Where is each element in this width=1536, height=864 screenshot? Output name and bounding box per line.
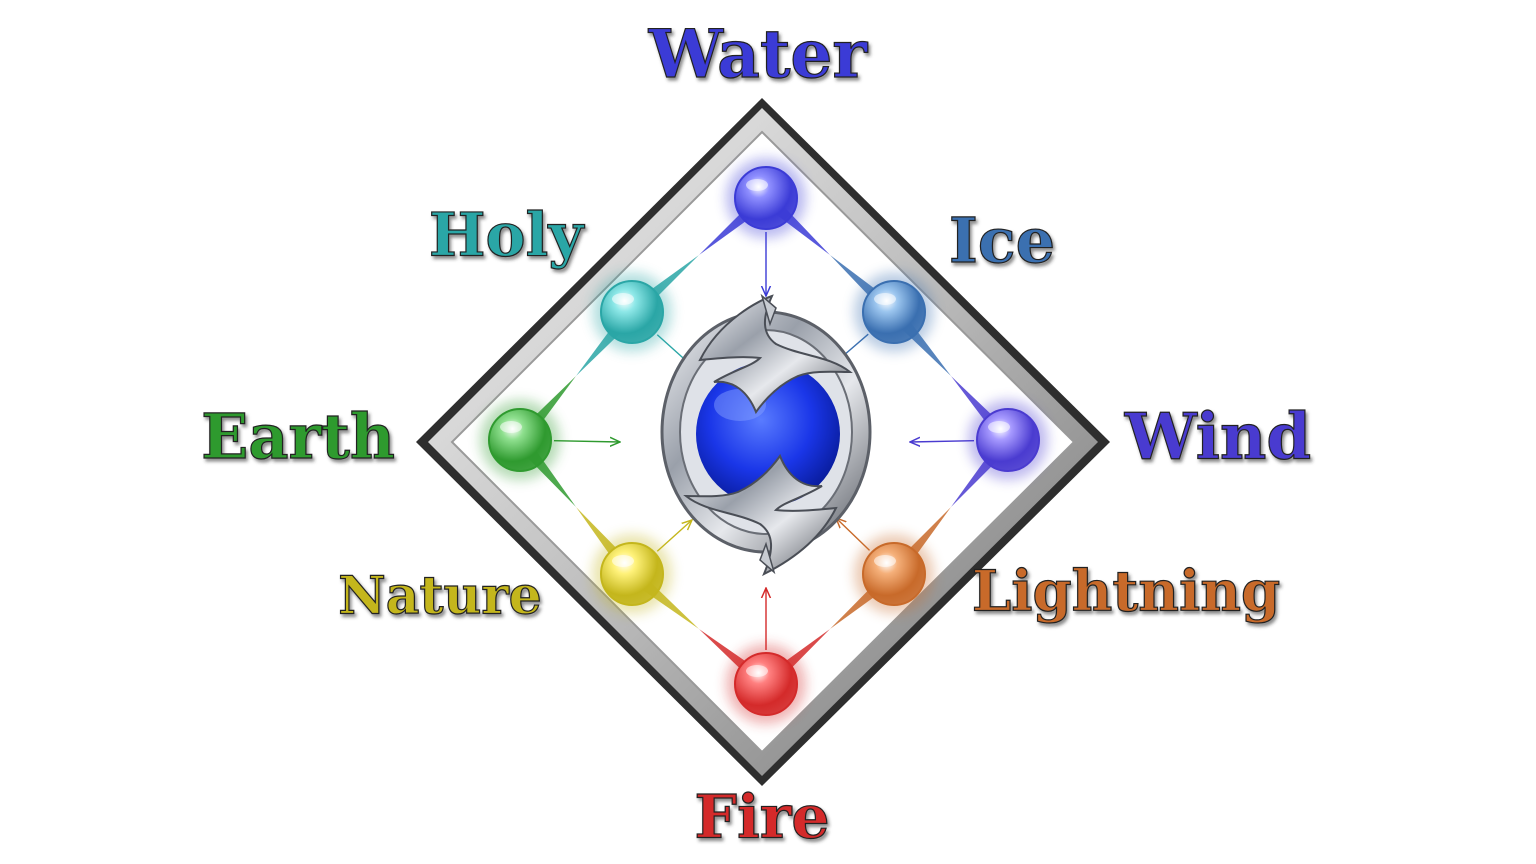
orb-earth [480,400,560,480]
label-holy: Holy [429,201,586,271]
element-orbs [480,158,1048,724]
orb-lightning [854,534,934,614]
label-nature: Nature [338,566,542,627]
arrow-wind [910,441,975,442]
label-fire: Fire [694,783,829,853]
arrow-lightning [836,518,871,551]
orb-holy [592,272,672,352]
orb-wind [968,400,1048,480]
lower-dolphin-shape [683,453,838,577]
blue-core-sphere [696,362,840,506]
label-earth: Earth [201,400,395,473]
orb-ice [854,272,934,352]
orb-fire [726,644,806,724]
label-lightning: Lightning [972,559,1280,625]
orb-nature [592,534,672,614]
label-water: Water [648,15,869,93]
arrow-earth [553,441,620,442]
arrow-nature [656,520,692,552]
orb-water [726,158,806,238]
label-wind: Wind [1124,400,1311,475]
upper-dolphin-shape [698,294,853,415]
label-ice: Ice [949,204,1055,277]
dolphin-emblem [660,293,872,577]
